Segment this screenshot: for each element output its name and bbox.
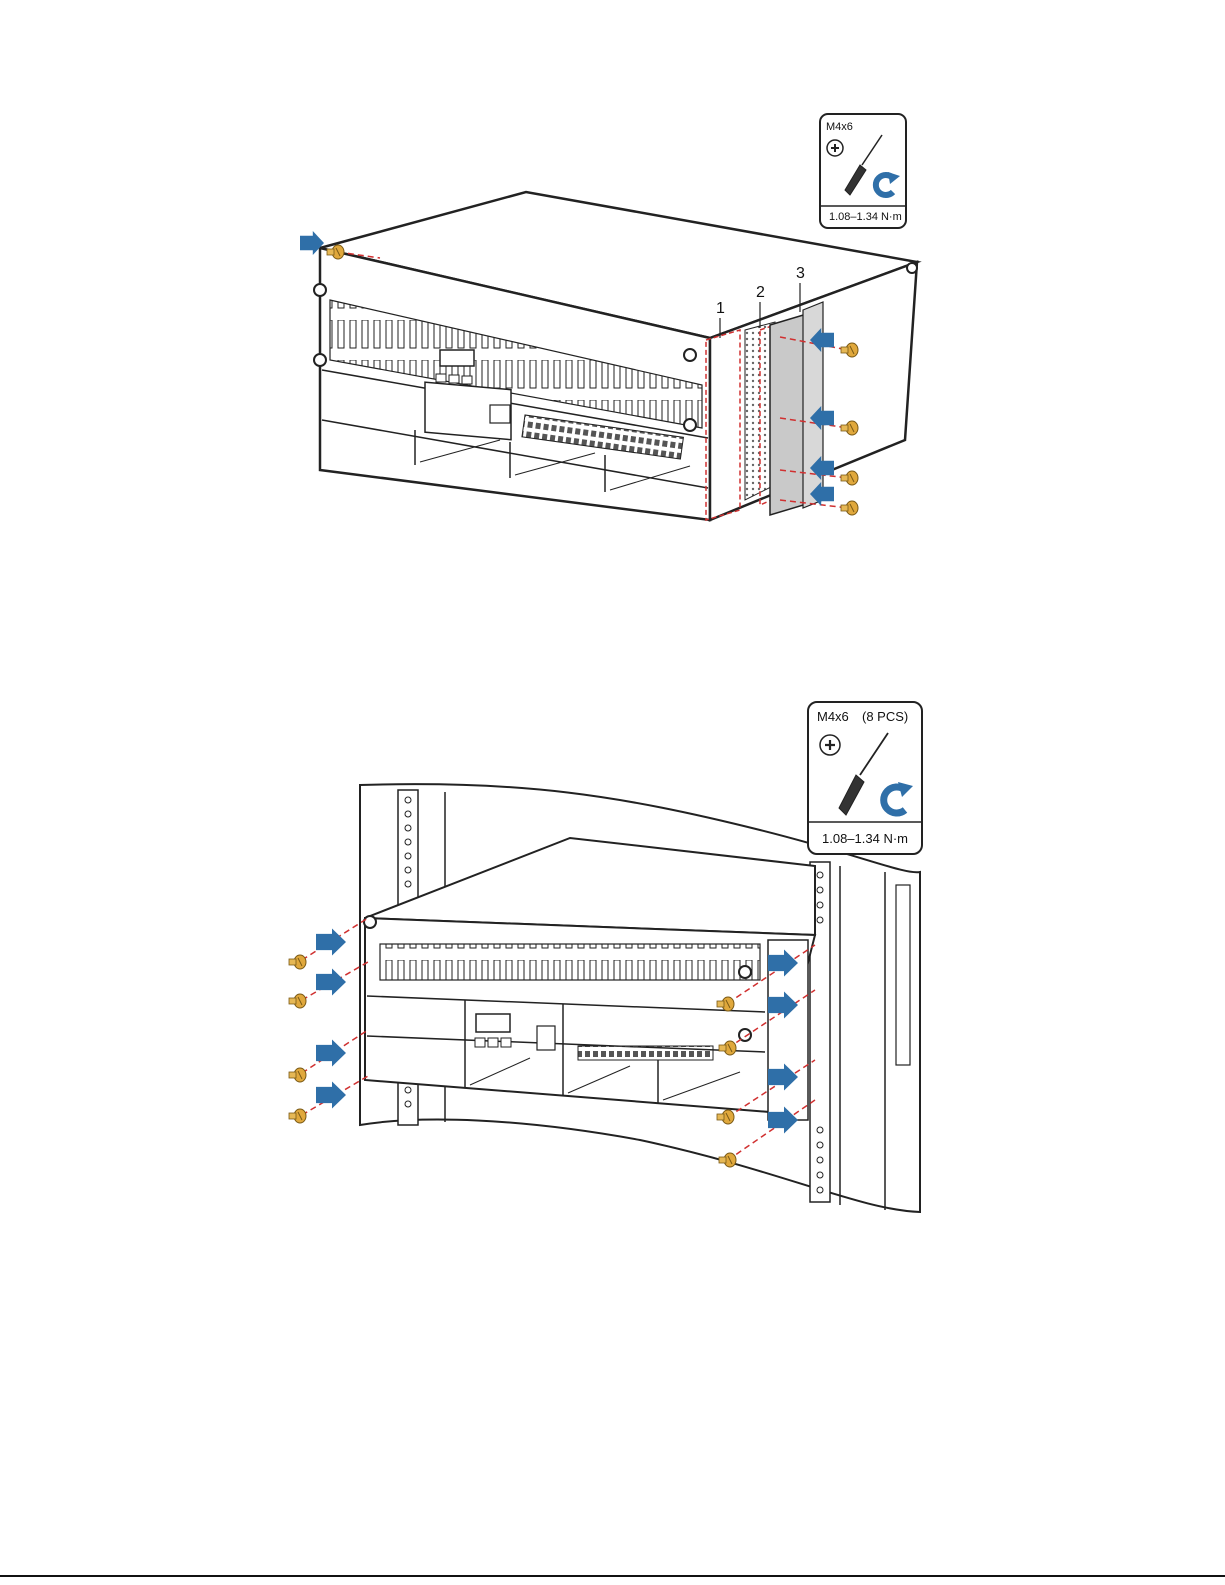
page-footer-rule [0, 1575, 1225, 1577]
phillips-head-icon [820, 735, 840, 755]
quantity-label: (8 PCS) [862, 709, 908, 724]
terminal-block [578, 1046, 713, 1060]
screw-icon [289, 1109, 306, 1123]
lcd-display [476, 1014, 510, 1032]
lcd-display [440, 350, 474, 366]
screw-icon [289, 1068, 306, 1082]
screw-icon [289, 994, 306, 1008]
screw-spec-label: M4x6 [817, 709, 849, 724]
screw-spec-label: M4x6 [826, 121, 853, 133]
torque-label: 1.08–1.34 N·m [829, 211, 902, 223]
callout-1: 1 [716, 300, 725, 317]
screw-icon [841, 501, 858, 515]
callout-3: 3 [796, 265, 805, 282]
front-vent-panel [380, 944, 760, 980]
screw-icon [841, 471, 858, 485]
insert-arrow-icon [316, 929, 346, 956]
figure-2-rack-installation: M4x6 (8 PCS) 1.08–1.34 N·m [289, 702, 922, 1212]
torque-label: 1.08–1.34 N·m [822, 831, 908, 846]
callout-2: 2 [756, 284, 765, 301]
insert-arrow-icon [316, 969, 346, 996]
insert-arrow-icon [316, 1040, 346, 1067]
figure-1-bracket-attachment: 1 2 3 M4x6 [300, 114, 917, 520]
screw-icon [289, 955, 306, 969]
phillips-head-icon [827, 140, 843, 156]
tool-spec-box-2: M4x6 (8 PCS) 1.08–1.34 N·m [808, 702, 922, 854]
left-screw-group [289, 918, 368, 1123]
tool-spec-box-1: M4x6 1.08–1.34 N·m [820, 114, 906, 228]
